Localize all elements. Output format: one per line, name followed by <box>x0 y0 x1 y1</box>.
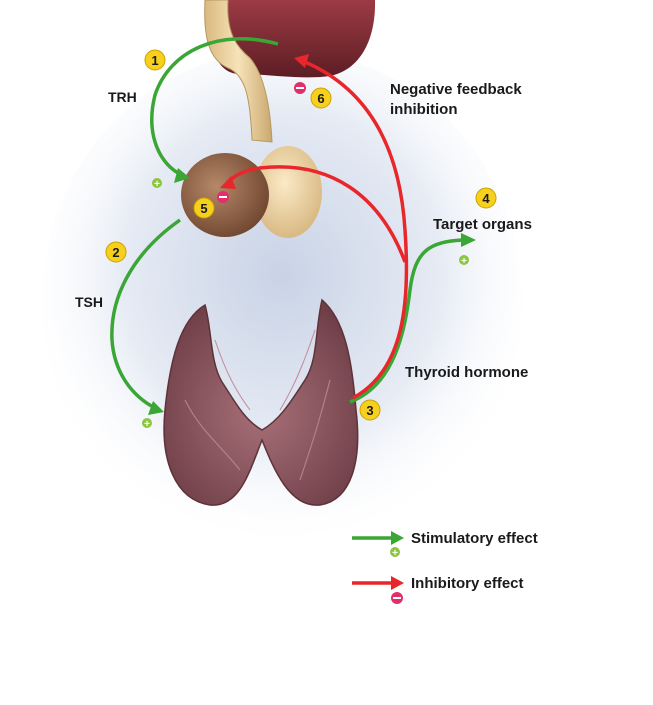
svg-text:+: + <box>461 256 467 267</box>
legend: + Stimulatory effect Inhibitory effect <box>352 530 538 604</box>
legend-stimulatory-arrowhead <box>391 531 404 545</box>
svg-text:+: + <box>144 419 150 430</box>
svg-text:3: 3 <box>366 403 373 418</box>
svg-text:+: + <box>392 548 398 559</box>
tsh-arrowhead <box>148 401 164 415</box>
feedback-arrow-pituitary <box>226 165 407 263</box>
target-organs-label: Target organs <box>433 216 532 233</box>
step-badge-4: 4 <box>475 187 497 209</box>
legend-inhibitory-arrowhead <box>391 576 404 590</box>
legend-inhibitory-label: Inhibitory effect <box>411 575 524 592</box>
plus-marker-tsh: + <box>142 418 152 430</box>
feedback-arrowhead-pituitary <box>220 176 236 189</box>
tsh-label: TSH <box>75 294 103 310</box>
target-organs-arrow <box>349 238 463 404</box>
step-badge-3: 3 <box>359 399 381 421</box>
negative-feedback-label: Negative feedback <box>390 81 522 98</box>
tsh-arrow <box>110 218 182 410</box>
target-organs-arrowhead <box>461 233 476 247</box>
svg-text:5: 5 <box>200 201 207 216</box>
legend-minus-icon <box>391 592 403 604</box>
trh-arrow <box>150 37 279 177</box>
minus-marker-pituitary <box>217 191 229 203</box>
svg-text:6: 6 <box>317 91 324 106</box>
negative-feedback-label-line2: inhibition <box>390 101 457 118</box>
legend-plus-icon: + <box>390 547 400 559</box>
thyroid-hormone-label: Thyroid hormone <box>405 364 528 381</box>
minus-marker-hypothalamus <box>294 82 306 94</box>
trh-label: TRH <box>108 89 137 105</box>
thyroid-gland <box>163 298 359 506</box>
plus-marker-trh: + <box>152 178 162 190</box>
plus-marker-target: + <box>459 255 469 267</box>
svg-text:2: 2 <box>112 245 119 260</box>
step-badge-2: 2 <box>105 241 127 263</box>
step-badge-5: 5 <box>193 197 215 219</box>
feedback-arrowhead-hypothalamus <box>294 54 309 68</box>
svg-text:1: 1 <box>151 53 158 68</box>
step-badge-6: 6 <box>310 87 332 109</box>
svg-text:4: 4 <box>482 191 490 206</box>
legend-stimulatory-label: Stimulatory effect <box>411 530 538 547</box>
feedback-arrow-hypothalamus <box>304 60 409 400</box>
svg-text:+: + <box>154 179 160 190</box>
step-badge-1: 1 <box>144 49 166 71</box>
pituitary-stalk <box>204 0 273 143</box>
trh-arrowhead <box>174 168 190 183</box>
background-glow <box>42 50 522 550</box>
